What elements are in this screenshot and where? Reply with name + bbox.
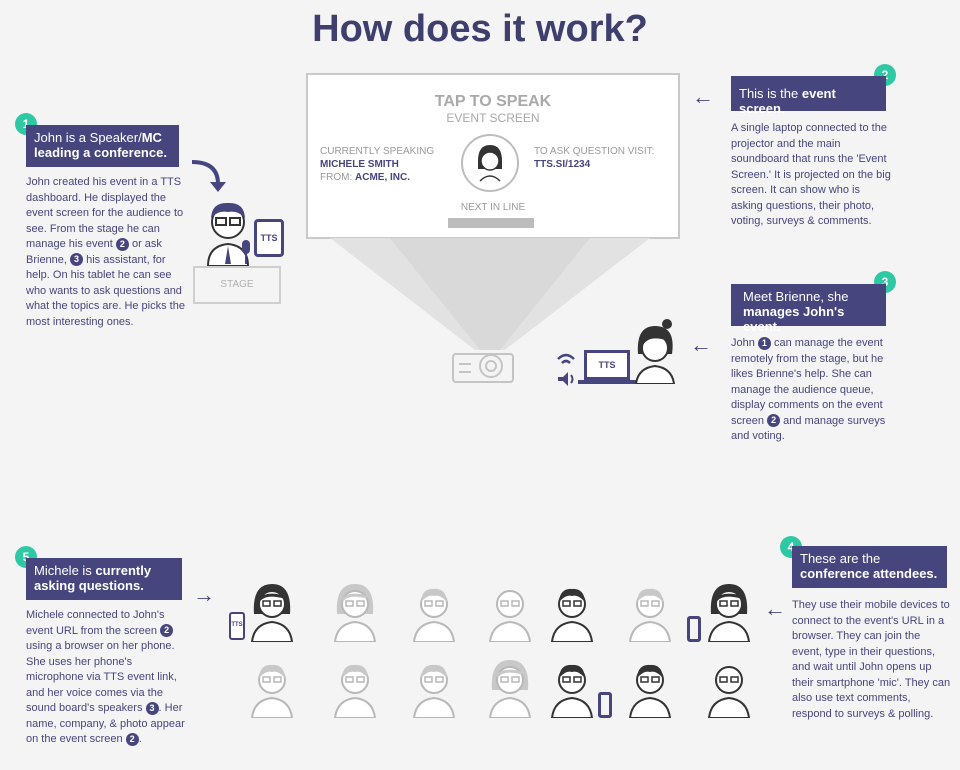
john-avatar — [206, 202, 250, 266]
company-name: ACME, INC. — [355, 172, 410, 183]
step-5-title: Michele is currently asking questions. — [26, 558, 182, 600]
laptop-base — [578, 380, 636, 384]
step-1-text-1: John created his event in a TTS dashboar… — [26, 176, 184, 250]
ask-question-block: TO ASK QUESTION VISIT: TTS.SI/1234 — [534, 145, 654, 171]
attendee-avatar — [412, 588, 456, 642]
step-5-text-1: Michele connected to John's event URL fr… — [26, 609, 165, 637]
ref-badge: 2 — [115, 237, 129, 251]
ref-badge: 1 — [757, 336, 771, 350]
attendee-avatar — [628, 664, 672, 718]
step-1-title-c: leading a conference. — [34, 145, 167, 160]
step-4-title-b: conference attendees. — [800, 566, 938, 581]
ref-badge: 2 — [125, 732, 139, 746]
ref-badge: 3 — [145, 701, 159, 715]
speaker-name: MICHELE SMITH — [320, 159, 399, 170]
attendee-avatar — [488, 660, 532, 718]
screen-heading: TAP TO SPEAK — [434, 93, 552, 110]
step-1-title: John is a Speaker/MC leading a conferenc… — [26, 125, 179, 167]
step-4-title-a: These are the — [800, 551, 881, 566]
step-5-description: Michele connected to John's event URL fr… — [26, 608, 186, 748]
step-2-title: This is the event screen. — [731, 76, 886, 116]
attendee-avatar — [488, 590, 532, 642]
step-4-title: These are the conference attendees. — [792, 546, 947, 588]
step-2-title-b: event screen. — [739, 86, 836, 116]
projector-beam — [330, 238, 650, 350]
curved-arrow-icon — [191, 160, 226, 192]
step-1-description: John created his event in a TTS dashboar… — [26, 175, 186, 330]
laptop-label: TTS — [598, 360, 616, 370]
step-5-text-4: . — [138, 733, 142, 745]
step-5-title-b: currently asking questions. — [34, 563, 152, 593]
step-3-title: Meet Brienne, she manages John's event. — [731, 284, 886, 334]
step-3-title-a: Meet Brienne, she — [743, 289, 849, 304]
screen-subheading: EVENT SCREEN — [446, 111, 540, 125]
next-in-line-label: NEXT IN LINE — [460, 202, 526, 213]
microphone-icon — [242, 240, 250, 264]
step-1-text-2: or ask Brienne, — [26, 238, 162, 266]
tablet-icon: TTS — [254, 219, 284, 257]
attendee-avatar — [333, 664, 377, 718]
brienne-avatar — [634, 319, 676, 384]
step-2-description: A single laptop connected to the project… — [731, 122, 891, 227]
stage-box: STAGE — [193, 266, 281, 304]
ref-badge: 2 — [767, 414, 781, 428]
attendee-avatar — [333, 584, 377, 642]
step-1-title-a: John is a Speaker/ — [34, 130, 142, 145]
left-arrow-icon: ← — [690, 332, 712, 357]
step-3-description: John 1 can manage the event remotely fro… — [731, 336, 891, 445]
next-in-line-bar — [448, 218, 534, 228]
step-3-text-1: John — [731, 337, 758, 349]
ask-label: TO ASK QUESTION VISIT: — [534, 146, 655, 157]
attendee-avatar — [707, 584, 751, 642]
attendee-avatar — [412, 664, 456, 718]
phone-label: TTS — [231, 622, 243, 628]
attendee-avatar — [707, 666, 751, 718]
page-title: How does it work? — [312, 8, 648, 50]
step-5-text-3: . Her name, company, & photo appear on t… — [26, 702, 185, 745]
step-3-title-b: manages John's event. — [743, 304, 845, 334]
right-arrow-icon: → — [193, 582, 215, 607]
step-1-text-3: his assistant, for help. On his tablet h… — [26, 253, 185, 328]
projector-icon — [452, 353, 514, 383]
step-3-text-3: and manage surveys and voting. — [731, 414, 886, 443]
ref-badge: 2 — [160, 624, 174, 638]
tablet-label: TTS — [260, 233, 278, 243]
step-1-title-b: MC — [141, 130, 162, 145]
step-3-text-2: can manage the event remotely from the s… — [731, 337, 884, 427]
currently-speaking-block: CURRENTLY SPEAKING MICHELE SMITH FROM: A… — [320, 145, 434, 184]
speaker-avatar — [461, 134, 519, 192]
laptop-icon: TTS — [584, 350, 630, 380]
from-label: FROM: — [320, 172, 353, 183]
step-5-title-a: Michele is — [34, 563, 96, 578]
event-screen: TAP TO SPEAK EVENT SCREEN CURRENTLY SPEA… — [306, 73, 680, 239]
left-arrow-icon: ← — [764, 596, 786, 621]
attendee-avatar — [250, 664, 294, 718]
michele-phone-icon: TTS — [229, 612, 245, 640]
step-4-description: They use their mobile devices to connect… — [792, 599, 951, 720]
step-2-title-a: This is the — [739, 86, 802, 101]
event-url: TTS.SI/1234 — [534, 159, 591, 170]
attendee-avatar — [628, 588, 672, 642]
left-arrow-icon: ← — [692, 84, 714, 109]
phone-icon — [598, 692, 612, 718]
step-5-text-2: using a browser on her phone. She uses h… — [26, 640, 177, 714]
attendee-avatar — [250, 584, 294, 642]
phone-icon — [687, 616, 701, 642]
currently-label: CURRENTLY SPEAKING — [320, 146, 435, 157]
wifi-sound-icon — [557, 353, 575, 386]
attendee-avatar — [550, 664, 594, 718]
attendee-avatar — [550, 588, 594, 642]
ref-badge: 3 — [70, 253, 84, 267]
